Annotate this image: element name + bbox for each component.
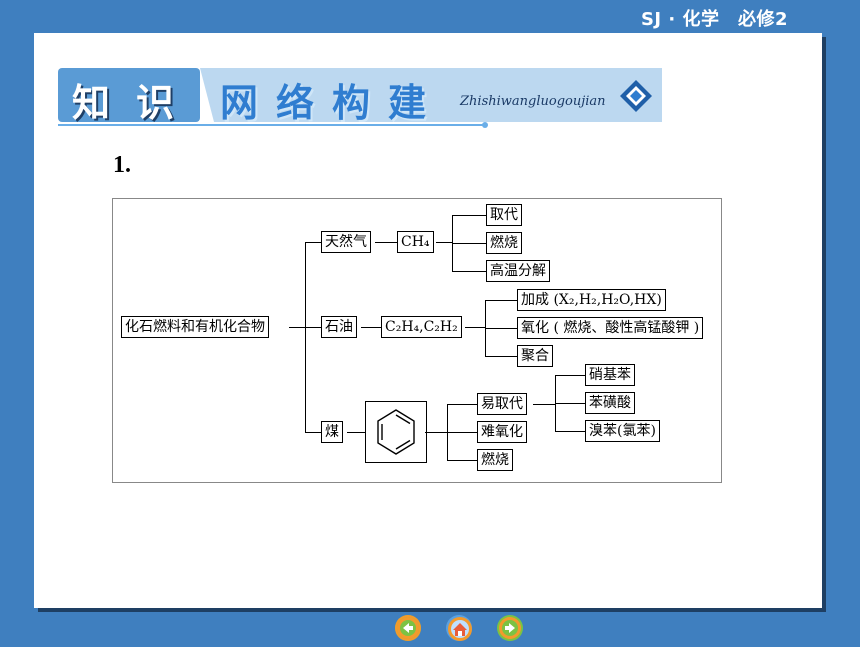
connector	[305, 242, 306, 433]
product-node: 硝基苯	[585, 364, 635, 386]
heading-pinyin: Zhishiwangluogoujian	[460, 94, 606, 109]
connector	[425, 432, 447, 433]
reaction-node: 取代	[486, 204, 522, 226]
coal-node: 煤	[321, 421, 343, 443]
home-button[interactable]	[446, 615, 472, 641]
heading-char: 识	[136, 81, 175, 125]
connector	[485, 356, 517, 357]
heading-light-segment	[200, 68, 662, 122]
connector	[555, 403, 585, 404]
connector	[305, 327, 321, 328]
forward-button[interactable]	[497, 615, 523, 641]
heading-char: 知	[72, 81, 111, 125]
reaction-node: 氧化 ( 燃烧、酸性高锰酸钾 )	[517, 317, 704, 339]
natural-gas-node: 天然气	[321, 231, 371, 253]
connector	[305, 432, 321, 433]
heading-char: 网	[220, 81, 259, 125]
heading-underline-dot	[482, 122, 488, 128]
reaction-node: 燃烧	[477, 449, 513, 471]
reaction-node: 高温分解	[486, 260, 550, 282]
petroleum-node: 石油	[321, 316, 357, 338]
connector	[452, 243, 486, 244]
connector	[447, 432, 477, 433]
back-arrow-icon	[397, 617, 419, 639]
connector	[447, 460, 477, 461]
reaction-node: 易取代	[477, 393, 527, 415]
course-label: SJ · 化学 必修2	[640, 9, 788, 30]
connector	[485, 328, 517, 329]
connector	[305, 242, 321, 243]
connector	[465, 327, 485, 328]
connector	[289, 327, 305, 328]
connector	[436, 242, 452, 243]
connector	[447, 404, 477, 405]
ethylene-acetylene-node: C₂H₄,C₂H₂	[381, 316, 462, 338]
back-button[interactable]	[395, 615, 421, 641]
connector	[533, 404, 555, 405]
reaction-node: 燃烧	[486, 232, 522, 254]
product-node: 溴苯(氯苯)	[585, 420, 660, 442]
connector	[555, 375, 585, 376]
product-node: 苯磺酸	[585, 392, 635, 414]
home-icon	[448, 617, 472, 641]
connector	[361, 327, 381, 328]
footer-bar	[0, 608, 860, 645]
connector	[485, 300, 517, 301]
reaction-node: 加成 (X₂,H₂,H₂O,HX)	[517, 289, 666, 311]
heading-dark-segment	[58, 68, 200, 122]
section-number: 1.	[113, 152, 131, 178]
benzene-box	[365, 401, 427, 463]
diamond-logo-icon	[620, 80, 652, 112]
top-bar: SJ · 化学 必修2	[0, 0, 860, 33]
methane-node: CH₄	[397, 231, 434, 253]
reaction-node: 聚合	[517, 345, 553, 367]
reaction-node: 难氧化	[477, 421, 527, 443]
heading-char: 构	[332, 81, 371, 125]
heading-char: 建	[388, 81, 427, 125]
heading-underline	[58, 124, 484, 126]
connector	[555, 431, 585, 432]
benzene-ring-icon	[377, 409, 415, 455]
heading-char: 络	[276, 81, 315, 125]
knowledge-tree-diagram: 化石燃料和有机化合物 天然气 CH₄ 取代 燃烧 高温分解 石油 C₂H₄,C₂…	[112, 198, 722, 483]
root-node: 化石燃料和有机化合物	[121, 316, 269, 338]
connector	[452, 271, 486, 272]
connector	[452, 215, 486, 216]
connector	[347, 432, 365, 433]
connector	[375, 242, 397, 243]
forward-arrow-icon	[499, 617, 521, 639]
section-heading: 知 识 网 络 构 建 Zhishiwangluogoujian	[58, 68, 662, 128]
